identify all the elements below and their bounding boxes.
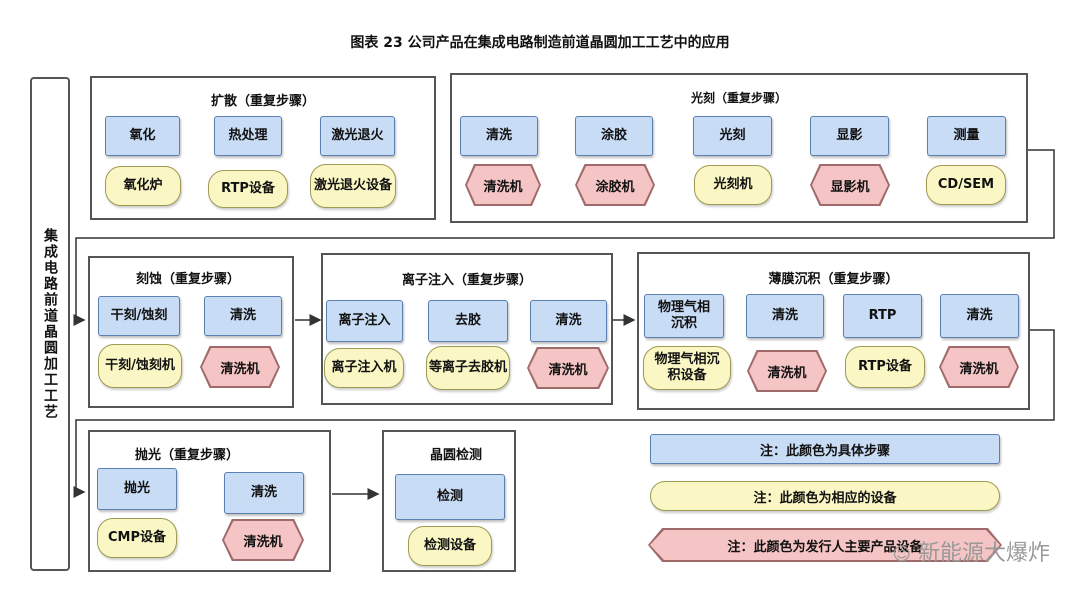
step-clean-1: 清洗 — [460, 116, 538, 156]
equip-rtp: RTP设备 — [208, 170, 288, 208]
process-vertical-label-box: 集成电路前道晶圆加工工艺 — [30, 77, 70, 571]
equip-oxidation-furnace: 氧化炉 — [105, 166, 181, 206]
step-clean-6: 清洗 — [224, 472, 304, 514]
equip-dry-etcher: 干刻/蚀刻机 — [98, 344, 182, 388]
equip-litho-machine: 光刻机 — [694, 165, 772, 205]
legend-equipment: 注：此颜色为相应的设备 — [650, 481, 1000, 511]
step-dry-etch: 干刻/蚀刻 — [98, 296, 180, 336]
group-film-title: 薄膜沉积（重复步骤） — [768, 272, 899, 287]
equip-rtp-2: RTP设备 — [845, 346, 925, 388]
step-inspection: 检测 — [395, 474, 505, 520]
product-cleaner-6: 清洗机 — [224, 521, 302, 559]
step-laser-anneal: 激光退火 — [320, 116, 395, 156]
figure-title: 图表 23 公司产品在集成电路制造前道晶圆加工工艺中的应用 — [350, 35, 730, 51]
equip-laser-anneal: 激光退火设备 — [310, 164, 396, 208]
product-cleaner-3: 清洗机 — [529, 349, 607, 387]
step-pvd: 物理气相沉积 — [644, 294, 724, 338]
equip-pvd: 物理气相沉积设备 — [643, 346, 731, 390]
product-cleaner-2: 清洗机 — [202, 348, 278, 386]
step-strip: 去胶 — [428, 300, 508, 342]
step-ion-implant: 离子注入 — [326, 300, 403, 342]
step-clean-4: 清洗 — [746, 294, 824, 338]
product-cleaner-1: 清洗机 — [467, 166, 539, 204]
group-diffusion-title: 扩散（重复步骤） — [210, 94, 315, 109]
equip-cd-sem: CD/SEM — [926, 165, 1006, 205]
group-etch-title: 刻蚀（重复步骤） — [136, 272, 241, 287]
legend-step: 注：此颜色为具体步骤 — [650, 434, 1000, 464]
step-polish: 抛光 — [97, 468, 177, 510]
product-developer: 显影机 — [812, 166, 888, 204]
equip-cmp: CMP设备 — [97, 518, 177, 558]
watermark-icon: ☺ — [892, 544, 911, 565]
watermark-text: 新能源大爆炸 — [917, 541, 1050, 566]
legend-product: 注：此颜色为发行人主要产品设备 — [650, 530, 1000, 560]
group-polish-title: 抛光（重复步骤） — [135, 448, 240, 463]
group-implant-title: 离子注入（重复步骤） — [401, 273, 532, 288]
step-lithography: 光刻 — [693, 116, 772, 156]
step-clean-3: 清洗 — [530, 300, 607, 342]
step-clean-5: 清洗 — [940, 294, 1019, 338]
group-litho-title: 光刻（重复步骤） — [690, 91, 787, 105]
step-rtp: RTP — [843, 294, 922, 338]
group-inspection-title: 晶圆检测 — [430, 448, 483, 463]
step-measure: 测量 — [927, 116, 1006, 156]
product-coater: 涂胶机 — [577, 166, 653, 204]
equip-ion-implanter: 离子注入机 — [324, 348, 404, 388]
step-develop: 显影 — [810, 116, 889, 156]
step-clean-2: 清洗 — [204, 296, 282, 336]
process-vertical-label: 集成电路前道晶圆加工工艺 — [42, 228, 58, 420]
equip-inspection: 检测设备 — [408, 526, 492, 566]
watermark: ☺ 新能源大爆炸 — [892, 535, 1050, 567]
step-oxidation: 氧化 — [105, 116, 180, 156]
equip-plasma-stripper: 等离子去胶机 — [426, 346, 510, 390]
product-cleaner-5: 清洗机 — [941, 348, 1017, 386]
step-coating: 涂胶 — [575, 116, 653, 156]
step-heat-treatment: 热处理 — [214, 116, 282, 156]
product-cleaner-4: 清洗机 — [749, 352, 825, 390]
